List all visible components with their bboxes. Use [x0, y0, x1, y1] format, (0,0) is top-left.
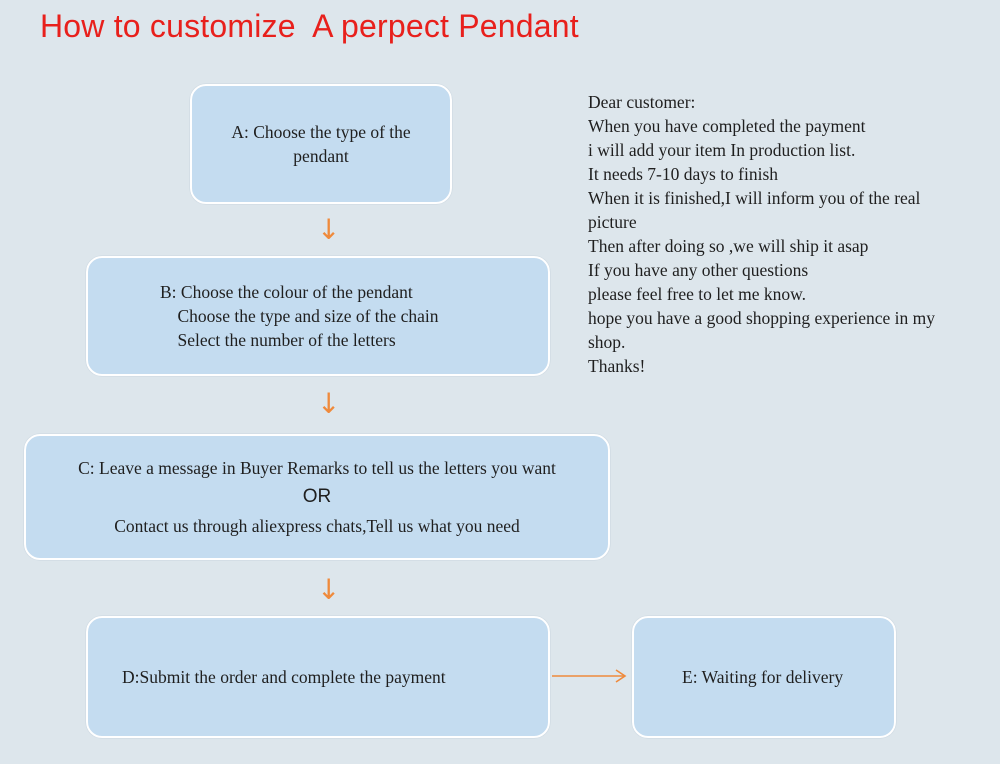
- note-line: Then after doing so ,we will ship it asa…: [588, 236, 869, 256]
- note-line: When you have completed the payment: [588, 116, 866, 136]
- step-b-line-2: Choose the type and size of the chain: [160, 306, 439, 326]
- step-e-box: E: Waiting for delivery: [632, 616, 896, 738]
- note-line: It needs 7-10 days to finish: [588, 164, 779, 184]
- step-c-or: OR: [302, 486, 332, 507]
- down-arrow-icon: ↓: [317, 387, 341, 420]
- step-e-line-1: E: Waiting for delivery: [682, 667, 844, 687]
- note-line: When it is finished,I will inform you of…: [588, 188, 921, 208]
- note-line: Thanks!: [588, 356, 646, 376]
- step-b-line-1: B: Choose the colour of the pendant: [160, 282, 413, 302]
- page-title: How to customize A perpect Pendant: [40, 8, 579, 44]
- note-line: hope you have a good shopping experience…: [588, 308, 935, 328]
- step-a-box: A: Choose the type of the pendant: [190, 84, 452, 204]
- customer-note: Dear customer: When you have completed t…: [588, 90, 994, 378]
- step-d-box: D:Submit the order and complete the paym…: [86, 616, 550, 738]
- step-b-box: B: Choose the colour of the pendant Choo…: [86, 256, 550, 376]
- note-line: i will add your item In production list.: [588, 140, 856, 160]
- note-line: Dear customer:: [588, 92, 696, 112]
- note-line: picture: [588, 212, 637, 232]
- step-c-line-2: Contact us through aliexpress chats,Tell…: [114, 516, 520, 536]
- note-line: shop.: [588, 332, 626, 352]
- down-arrow-icon: ↓: [317, 213, 341, 246]
- note-line: please feel free to let me know.: [588, 284, 806, 304]
- down-arrow-icon: ↓: [317, 573, 341, 606]
- step-b-line-3: Select the number of the letters: [160, 330, 396, 350]
- step-a-line-1: A: Choose the type of the: [231, 122, 411, 142]
- note-line: If you have any other questions: [588, 260, 809, 280]
- step-a-line-2: pendant: [293, 146, 349, 166]
- right-arrow-icon: [552, 669, 627, 683]
- step-c-line-1: C: Leave a message in Buyer Remarks to t…: [78, 458, 556, 478]
- step-d-line-1: D:Submit the order and complete the paym…: [122, 667, 446, 687]
- step-c-box: C: Leave a message in Buyer Remarks to t…: [24, 434, 610, 560]
